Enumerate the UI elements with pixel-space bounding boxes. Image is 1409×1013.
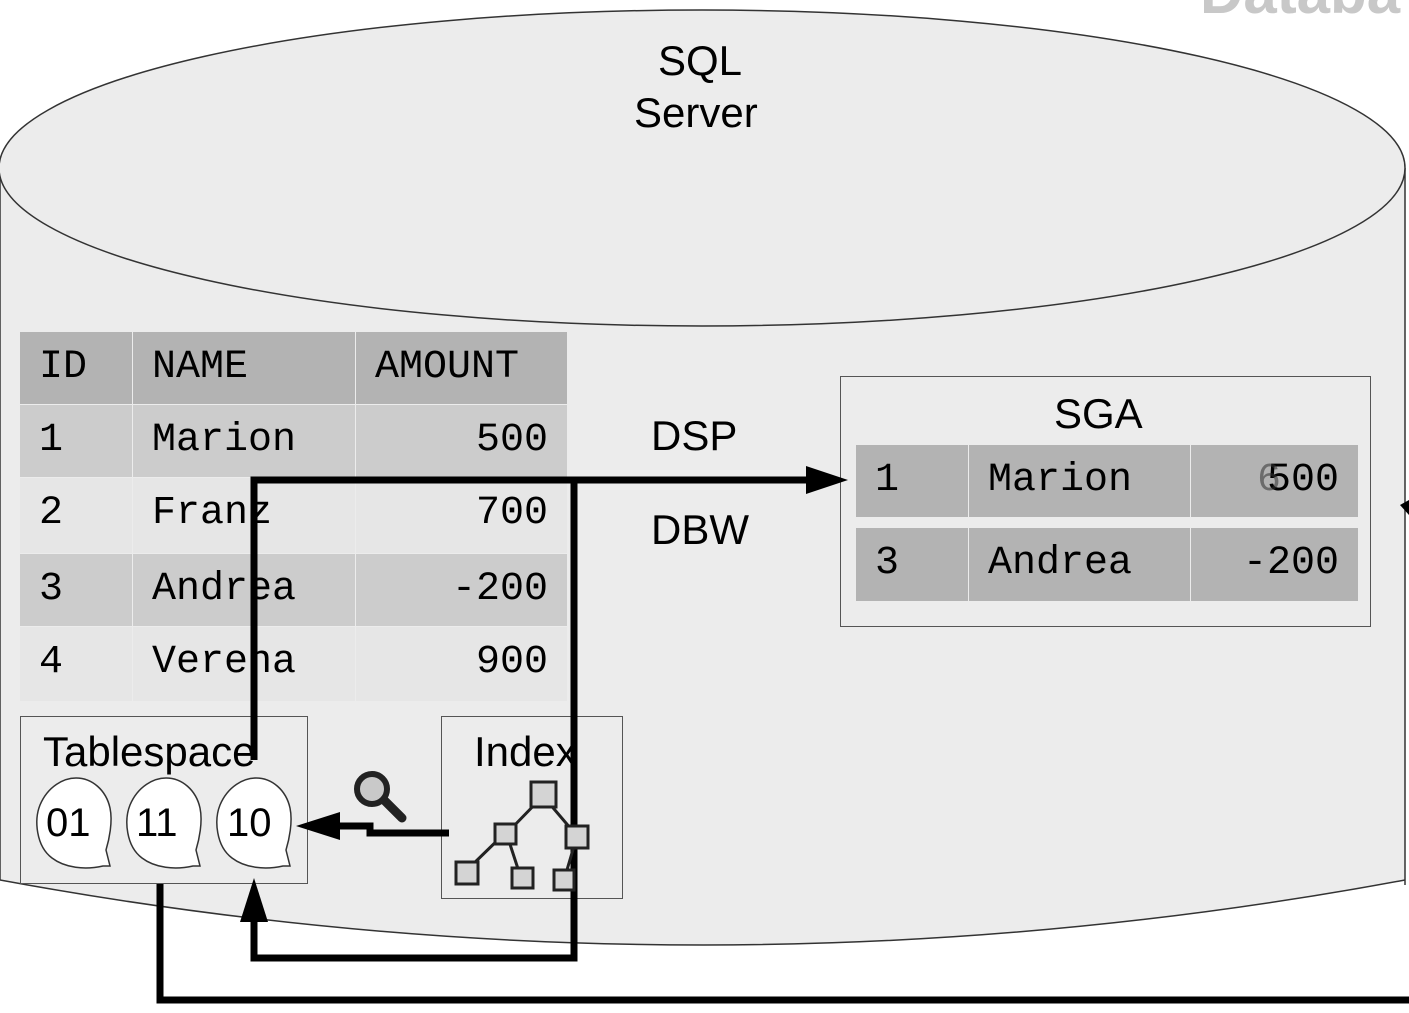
table-cell-name: Marion (133, 405, 355, 477)
table-cell-amount: 500 (356, 405, 567, 477)
table-header-name: NAME (133, 332, 355, 404)
datafile-label: 10 (227, 801, 272, 845)
sga-cell-name: Andrea (969, 528, 1190, 601)
table-cell-id: 2 (20, 478, 132, 553)
table-cell-id: 1 (20, 405, 132, 477)
table-cell-id: 4 (20, 627, 132, 701)
datafile-label: 01 (46, 801, 91, 845)
sga-cell-name: Marion (969, 445, 1190, 517)
table-cell-name: Verena (133, 627, 355, 701)
table-cell-name: Andrea (133, 554, 355, 626)
table-header-amount: AMOUNT (356, 332, 567, 404)
sga-cell-overlay-digit: 6 (1257, 458, 1282, 503)
datafile-label: 11 (136, 801, 178, 845)
table-header-id: ID (20, 332, 132, 404)
index-title: Index (474, 728, 577, 775)
sga-cell-id: 1 (856, 445, 968, 517)
sga-cell-amount: -200 (1191, 528, 1358, 601)
watermark-title: Databa (1200, 0, 1400, 27)
sga-title: SGA (1054, 390, 1143, 437)
process-label-dsp: DSP (651, 412, 738, 459)
table-cell-amount: 900 (356, 627, 567, 701)
tablespace-title: Tablespace (43, 728, 256, 775)
table-cell-amount: -200 (356, 554, 567, 626)
sga-cell-amount: 500 (1191, 445, 1358, 517)
sga-cell-id: 3 (856, 528, 968, 601)
process-label-dbw: DBW (651, 506, 749, 553)
table-cell-amount: 700 (356, 478, 567, 553)
table-cell-id: 3 (20, 554, 132, 626)
cylinder-label-line2: Server (634, 89, 758, 136)
table-cell-name: Franz (133, 478, 355, 553)
cylinder-label-line1: SQL (658, 37, 743, 84)
